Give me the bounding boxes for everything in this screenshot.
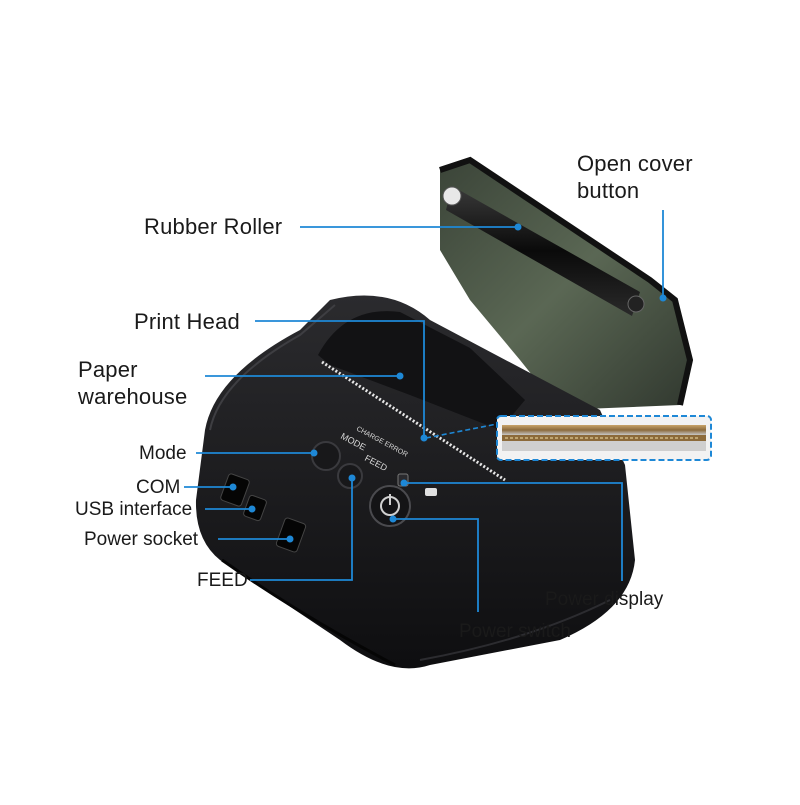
label-usb-interface: USB interface	[75, 499, 193, 520]
label-feed: FEED	[197, 570, 248, 591]
rubber-roller	[442, 186, 645, 316]
label-power-socket: Power socket	[84, 529, 199, 550]
label-rubber-roller: Rubber Roller	[144, 214, 283, 239]
label-power-display: Power display	[545, 589, 664, 610]
label-open-cover-button: Open cover button	[577, 151, 693, 203]
side-ports	[220, 473, 307, 553]
leader-lines	[184, 210, 667, 612]
label-mode: Mode	[139, 443, 187, 464]
print-head-inset	[496, 415, 712, 461]
label-com: COM	[136, 477, 181, 498]
label-power-switch: Power switch	[459, 621, 571, 642]
printer-body	[195, 295, 635, 669]
label-paper-warehouse: Paper warehouse	[78, 357, 188, 409]
label-print-head: Print Head	[134, 309, 240, 334]
